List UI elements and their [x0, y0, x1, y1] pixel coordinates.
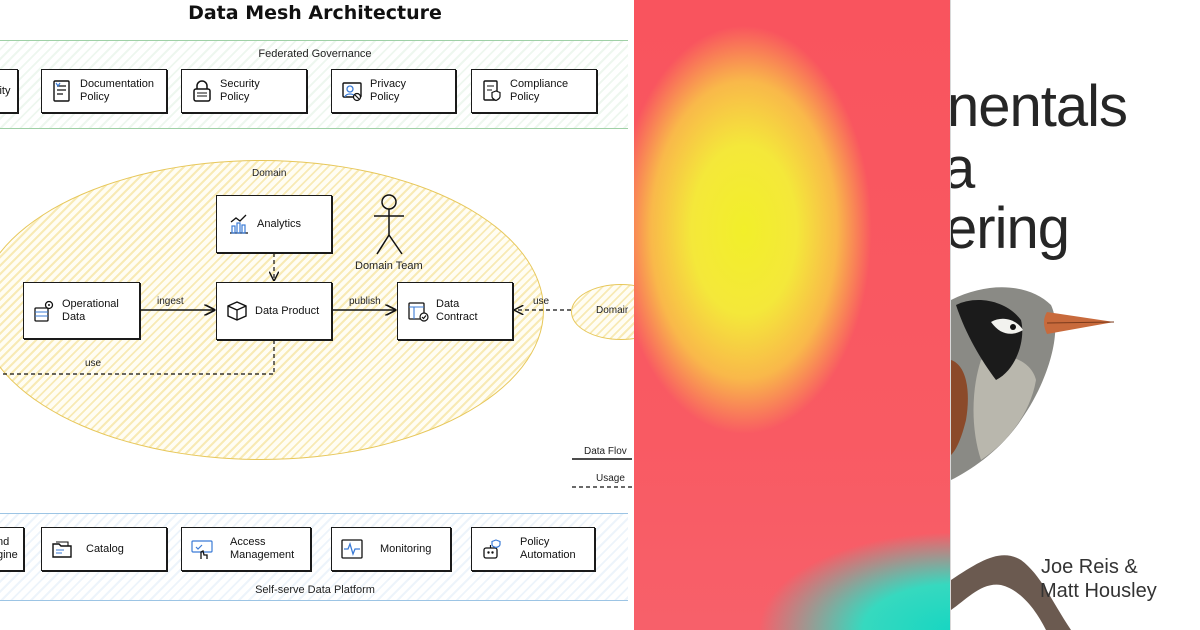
monitoring-label: Monitoring: [380, 542, 432, 555]
blurred-photo-teal-corner: [634, 480, 950, 630]
monitoring-box[interactable]: Monitoring: [331, 527, 451, 571]
compliance-icon: [480, 79, 504, 103]
folder-icon: [50, 537, 74, 561]
publish-label: publish: [349, 296, 381, 307]
compliance-policy-label: Compliance Policy: [510, 78, 569, 103]
catalog-box[interactable]: Catalog: [41, 527, 167, 571]
document-icon: [50, 79, 74, 103]
documentation-policy-label: Documentation Policy: [80, 78, 154, 103]
domain-team-label: Domain Team: [355, 260, 423, 272]
blurred-photo: [634, 0, 950, 630]
use-bottom-label: use: [85, 358, 102, 369]
data-contract-box[interactable]: Data Contract: [397, 282, 513, 340]
diagram-title: Data Mesh Architecture: [188, 2, 442, 24]
domain-label: Domain: [252, 168, 287, 179]
access-management-box[interactable]: Access Management: [181, 527, 311, 571]
security-policy-label: Security Policy: [220, 78, 260, 103]
engine-label: nd gine: [0, 536, 18, 561]
package-icon: [225, 299, 249, 323]
database-gear-icon: [32, 299, 56, 323]
legend-usage-label: Usage: [596, 473, 625, 484]
data-product-box[interactable]: Data Product: [216, 282, 332, 340]
policy-automation-label: Policy Automation: [520, 536, 576, 561]
privacy-policy-label: Privacy Policy: [370, 78, 407, 103]
data-product-label: Data Product: [255, 304, 320, 317]
engine-box[interactable]: nd gine: [0, 527, 24, 571]
bird-illustration: [951, 287, 1115, 630]
use-contract-label: use: [533, 296, 550, 307]
operational-data-box[interactable]: Operational Data: [23, 282, 140, 339]
book-author-2: Matt Housley: [1040, 580, 1157, 602]
policy-automation-box[interactable]: Policy Automation: [471, 527, 595, 571]
use-bottom-edge: [0, 340, 275, 375]
legend-data-flow-label: Data Flov: [584, 446, 627, 457]
access-management-label: Access Management: [230, 536, 295, 561]
governance-label: Federated Governance: [258, 48, 372, 60]
quality-policy-label: lity: [0, 84, 11, 97]
analytics-label: Analytics: [257, 217, 302, 230]
privacy-policy-box[interactable]: Privacy Policy: [331, 69, 456, 113]
book-author-1: Joe Reis &: [1041, 556, 1138, 578]
catalog-label: Catalog: [86, 542, 124, 555]
documentation-policy-box[interactable]: Documentation Policy: [41, 69, 167, 113]
ingest-label: ingest: [157, 296, 184, 307]
robot-icon: [480, 537, 504, 561]
privacy-icon: [340, 79, 364, 103]
lock-icon: [190, 79, 214, 103]
data-contract-label: Data Contract: [436, 298, 478, 323]
analytics-box[interactable]: Analytics: [216, 195, 332, 253]
analytics-icon: [227, 212, 251, 236]
security-policy-box[interactable]: Security Policy: [181, 69, 307, 113]
book-title-line-1: nentals: [950, 74, 1128, 139]
operational-data-label: Operational Data: [62, 297, 119, 323]
compliance-policy-box[interactable]: Compliance Policy: [471, 69, 597, 113]
external-domain-label: Domair: [596, 305, 629, 316]
platform-label: Self-serve Data Platform: [255, 584, 375, 596]
book-title-line-3: ering: [950, 196, 1070, 261]
monitor-icon: [340, 537, 364, 561]
quality-policy-box[interactable]: lity: [0, 69, 18, 113]
data-mesh-diagram: Data Mesh Architecture Federated Governa…: [0, 2, 634, 601]
contract-icon: [406, 299, 430, 323]
connector-lines: [0, 194, 632, 488]
access-icon: [190, 537, 214, 561]
domain-team-figure: [374, 194, 404, 255]
book-title-line-2: a: [951, 140, 975, 198]
book-cover: nentals a ering Joe Reis & Matt Housley: [950, 0, 1200, 630]
